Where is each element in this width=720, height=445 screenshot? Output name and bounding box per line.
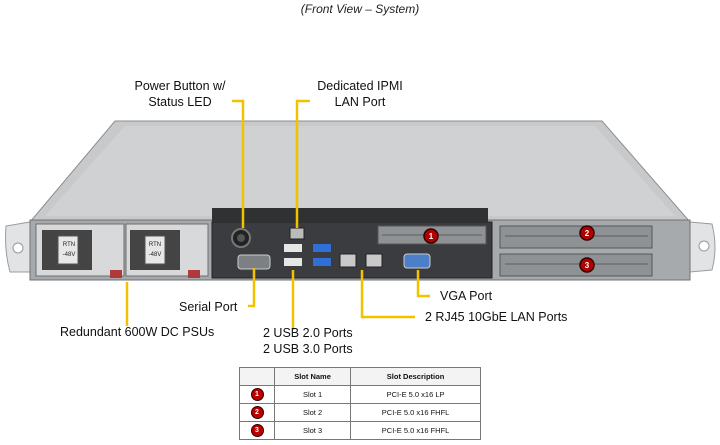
callout-line-rj45 xyxy=(360,270,415,319)
callout-rj45: 2 RJ45 10GbE LAN Ports xyxy=(425,310,568,324)
slot-table-header-num xyxy=(239,367,275,386)
slot-description: PCI-E 5.0 x16 LP xyxy=(350,385,481,404)
slot-table-header-desc: Slot Description xyxy=(350,367,481,386)
slot-table: Slot Name Slot Description 1 Slot 1 PCI-… xyxy=(239,367,481,440)
psu-2-label-48v: -48V xyxy=(149,252,162,258)
table-row: 3 Slot 3 PCI-E 5.0 x16 FHFL xyxy=(239,421,481,440)
callout-line-vga xyxy=(416,270,430,298)
slot-table-header: Slot Name Slot Description xyxy=(239,367,481,386)
psu-2-label-rtn: RTN xyxy=(149,242,161,248)
usb-port-2-0-a xyxy=(284,244,302,252)
callout-line-power xyxy=(232,99,245,228)
slot-description: PCI-E 5.0 x16 FHFL xyxy=(350,403,481,422)
ipmi-port xyxy=(289,227,305,240)
vga-port xyxy=(403,253,431,269)
slot-3-marker-number: 3 xyxy=(585,261,590,270)
slot-3-marker xyxy=(579,257,595,273)
callout-ipmi: Dedicated IPMI LAN Port xyxy=(317,79,403,109)
slot-2-marker xyxy=(579,225,595,241)
callout-serial-port: Serial Port xyxy=(179,300,238,314)
callout-psu: Redundant 600W DC PSUs xyxy=(60,325,215,339)
psu-1-label-48v: -48V xyxy=(63,252,76,258)
rj45-port-2 xyxy=(365,253,383,268)
slot-table-header-name: Slot Name xyxy=(273,367,352,386)
callout-line-serial xyxy=(248,268,256,308)
usb-port-2-0-b xyxy=(284,258,302,266)
psu-2 xyxy=(125,223,209,278)
slot-badge: 2 xyxy=(250,406,264,419)
usb-port-3-0-a xyxy=(313,244,331,252)
rj45-port-1 xyxy=(339,253,357,268)
table-row: 2 Slot 2 PCI-E 5.0 x16 FHFL xyxy=(239,403,481,422)
slot-name: Slot 3 xyxy=(273,421,352,440)
slot-3 xyxy=(499,253,653,277)
serial-port xyxy=(237,254,271,270)
callout-lines xyxy=(125,99,430,330)
callout-vga-port: VGA Port xyxy=(440,289,493,303)
figure-caption: (Front View – System) xyxy=(300,2,420,16)
callout-usb: 2 USB 2.0 Ports 2 USB 3.0 Ports xyxy=(263,326,353,356)
slot-badge: 1 xyxy=(250,388,264,401)
usb-port-3-0-b xyxy=(313,258,331,266)
callout-line-ipmi xyxy=(295,99,310,228)
slot-badge: 3 xyxy=(250,424,264,437)
slot-2 xyxy=(499,225,653,249)
slot-description: PCI-E 5.0 x16 FHFL xyxy=(350,421,481,440)
callout-power-button: Power Button w/ Status LED xyxy=(134,79,226,109)
psu-1-label-rtn: RTN xyxy=(63,242,75,248)
psu-1 xyxy=(35,223,125,278)
slot-2-marker-number: 2 xyxy=(585,229,590,238)
slot-1-marker xyxy=(423,228,439,244)
slot-name: Slot 2 xyxy=(273,403,352,422)
slot-name: Slot 1 xyxy=(273,385,352,404)
table-row: 1 Slot 1 PCI-E 5.0 x16 LP xyxy=(239,385,481,404)
slot-1-marker-number: 1 xyxy=(429,232,434,241)
